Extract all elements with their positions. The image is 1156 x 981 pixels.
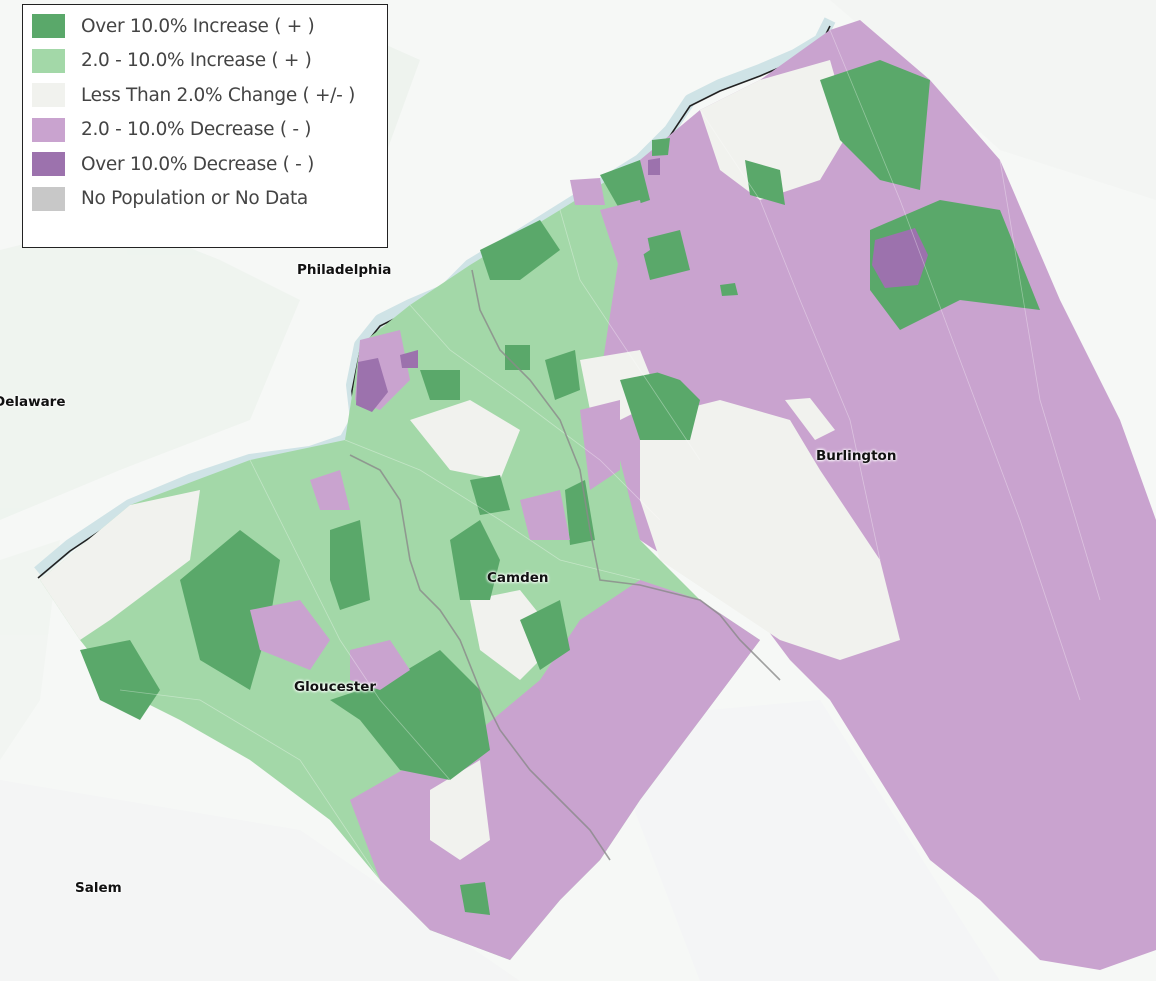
census-tract [520,490,570,540]
census-tract [720,283,738,296]
census-tract [450,520,500,600]
census-tract [40,490,200,640]
legend-swatch [32,186,65,211]
census-tract [570,178,605,205]
census-tract [470,475,510,515]
legend-item-little-change: Less Than 2.0% Change ( +/- ) [23,78,387,113]
census-tract [620,370,700,440]
label-salem: Salem [75,880,122,896]
census-tract [480,220,560,280]
legend-label: Over 10.0% Increase ( + ) [81,15,315,37]
census-tract [330,520,370,610]
legend-swatch [32,83,65,108]
legend-item-over-decrease: Over 10.0% Decrease ( - ) [23,147,387,182]
census-tract [650,300,720,380]
census-tract [250,600,330,670]
census-tract [356,358,388,412]
legend-label: 2.0 - 10.0% Increase ( + ) [81,50,312,72]
county-boundaries [349,269,781,861]
census-tract [640,230,690,280]
census-tract [872,228,928,288]
label-delaware: Delaware [0,394,66,410]
census-tract [565,480,595,545]
census-tract [310,470,350,510]
census-tract [600,200,650,270]
legend-label: No Population or No Data [81,188,308,210]
label-camden: Camden [487,570,549,586]
census-tract [330,650,490,780]
census-tract [520,600,570,670]
census-tract [540,580,760,760]
census-tract [745,160,785,205]
map-legend: Over 10.0% Increase ( + ) 2.0 - 10.0% In… [22,4,388,248]
legend-label: Less Than 2.0% Change ( +/- ) [81,84,355,106]
legend-item-no-data: No Population or No Data [23,182,387,217]
census-tract [350,640,410,690]
census-tract [700,60,850,200]
census-tract [785,398,835,440]
census-tract [180,530,280,690]
census-tract [460,882,490,915]
legend-item-over-increase: Over 10.0% Increase ( + ) [23,9,387,44]
tract-boundaries [119,29,1101,881]
legend-swatch [32,117,65,142]
label-gloucester: Gloucester [294,679,377,695]
census-tract [820,60,930,190]
census-tract [430,760,490,860]
census-tract [600,160,650,210]
label-philadelphia: Philadelphia [297,262,392,278]
legend-swatch [32,152,65,177]
census-tract [80,640,160,720]
label-burlington: Burlington [816,448,897,464]
legend-item-mid-increase: 2.0 - 10.0% Increase ( + ) [23,44,387,79]
census-tract [505,345,530,370]
census-tract [640,400,900,660]
census-tract [545,350,580,400]
census-tract [400,350,418,368]
census-tract [652,138,670,156]
legend-item-mid-decrease: 2.0 - 10.0% Decrease ( - ) [23,113,387,148]
census-tract [648,158,660,175]
legend-label: Over 10.0% Decrease ( - ) [81,153,315,175]
census-tract [580,400,620,490]
census-tract [420,370,460,400]
legend-swatch [32,14,65,39]
census-tract [410,400,520,480]
legend-swatch [32,48,65,73]
legend-label: 2.0 - 10.0% Decrease ( - ) [81,119,312,141]
